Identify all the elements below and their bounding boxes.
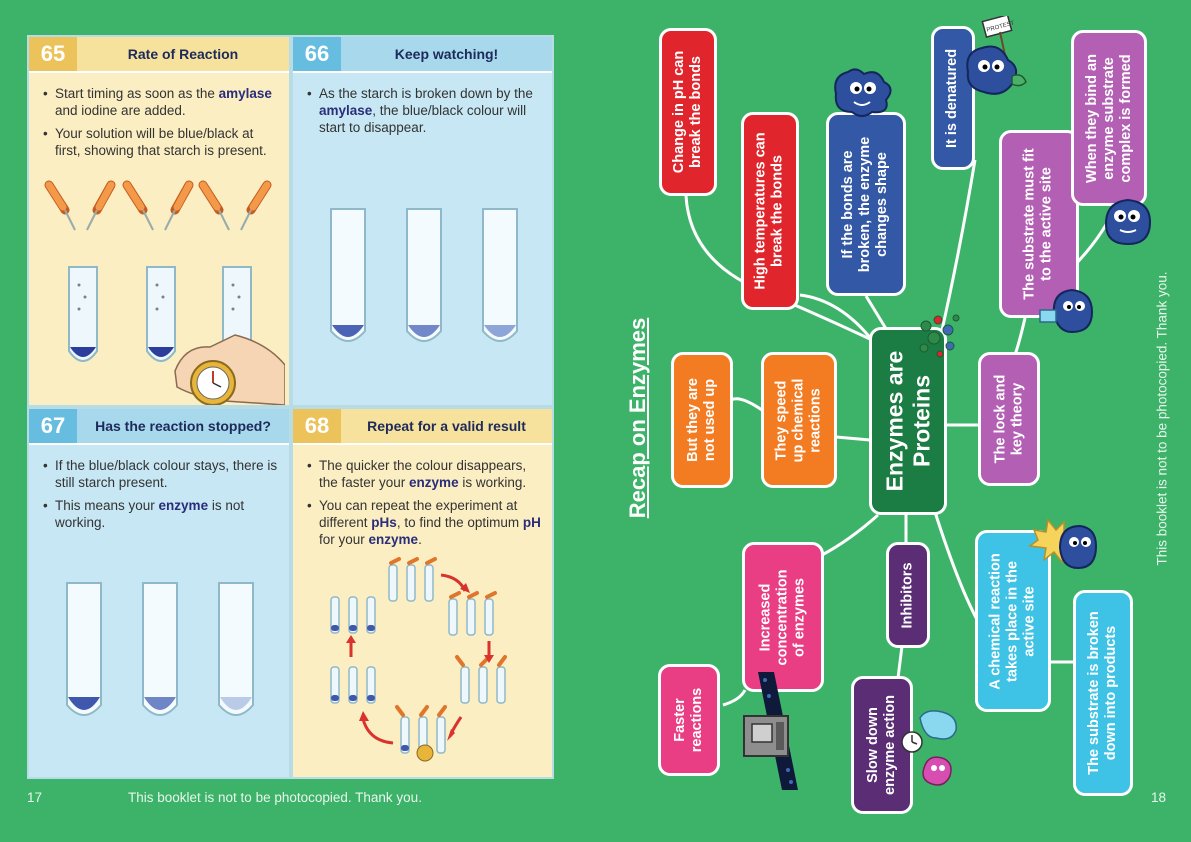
panel-number: 67 xyxy=(29,409,77,443)
panel-67-header: 67 Has the reaction stopped? xyxy=(29,409,289,445)
node-lock-and-key: The lock and key theory xyxy=(978,352,1040,486)
instruction-list: As the starch is broken down by the amyl… xyxy=(307,85,544,142)
panel-number: 68 xyxy=(293,409,341,443)
instruction-item: The quicker the colour disappears, the f… xyxy=(307,457,544,491)
panel-title: Repeat for a valid result xyxy=(367,418,526,434)
panel-number: 65 xyxy=(29,37,77,71)
node-speed-up-reactions: They speed up chemical reactions xyxy=(761,352,837,488)
instruction-list: Start timing as soon as the amylase and … xyxy=(43,85,281,165)
keyword: enzyme xyxy=(368,532,419,547)
test-tubes-unchanged-illustration xyxy=(66,582,254,716)
enzyme-creature-icon xyxy=(834,68,892,117)
page-number-left: 17 xyxy=(27,790,43,805)
node-not-used-up: But they are not used up xyxy=(671,352,733,488)
instruction-list: If the blue/black colour stays, there is… xyxy=(43,457,281,537)
node-faster-reactions: Faster reactions xyxy=(658,664,720,776)
keyword: enzyme xyxy=(409,475,459,490)
test-tubes-fading-illustration xyxy=(330,208,518,342)
node-substrate-must-fit: The substrate must fit to the active sit… xyxy=(999,130,1079,318)
instruction-item: This means your enzyme is not working. xyxy=(43,497,281,531)
blue-enzyme-blob-icon xyxy=(1104,198,1152,246)
experiment-grid: 65 Rate of Reaction Start timing as soon… xyxy=(27,35,554,779)
panel-65: 65 Rate of Reaction Start timing as soon… xyxy=(27,35,291,407)
instruction-item: If the blue/black colour stays, there is… xyxy=(43,457,281,491)
panel-67: 67 Has the reaction stopped? If the blue… xyxy=(27,407,291,779)
instruction-item: As the starch is broken down by the amyl… xyxy=(307,85,544,136)
panel-66-header: 66 Keep watching! xyxy=(293,37,552,73)
node-ph-breaks-bonds: Change in pH can break the bonds xyxy=(659,28,717,196)
node-denatured: It is denatured xyxy=(931,26,975,170)
node-enzyme-changes-shape: If the bonds are broken, the enzyme chan… xyxy=(826,112,906,296)
page-number-right: 18 xyxy=(1151,790,1167,805)
node-inhibitors: Inhibitors xyxy=(886,542,930,648)
keyword: enzyme xyxy=(158,498,209,513)
keyword: pHs xyxy=(371,515,397,530)
instruction-item: Your solution will be blue/black at firs… xyxy=(43,125,281,159)
node-high-temperatures: High temperatures can break the bonds xyxy=(741,112,799,310)
clock-and-enzyme-icon xyxy=(901,710,957,786)
test-tubes-with-pipettes-illustration xyxy=(44,180,285,405)
keyword: amylase xyxy=(319,103,373,118)
repeat-cycle-illustration xyxy=(330,557,507,762)
instruction-item: You can repeat the experiment at differe… xyxy=(307,497,544,548)
panel-66: 66 Keep watching! As the starch is broke… xyxy=(291,35,554,407)
lock-and-key-creature-icon xyxy=(1039,288,1094,334)
footer-notice: This booklet is not to be photocopied. T… xyxy=(128,790,422,805)
instruction-list: The quicker the colour disappears, the f… xyxy=(307,457,544,554)
node-enzyme-substrate-complex: When they bind an enzyme substrate compl… xyxy=(1071,30,1147,206)
panel-title: Rate of Reaction xyxy=(127,46,239,62)
panel-title: Keep watching! xyxy=(394,46,499,62)
panel-number: 66 xyxy=(293,37,341,71)
node-chemical-reaction-active-site: A chemical reaction takes place in the a… xyxy=(975,530,1051,712)
protest-creature-icon: PROTEST xyxy=(966,16,1027,95)
panel-68-header: 68 Repeat for a valid result xyxy=(293,409,552,445)
inhibitor-machine-icon xyxy=(743,672,798,790)
node-increased-concentration: Increased concentration of enzymes xyxy=(742,542,824,692)
center-node-enzymes-are-proteins: Enzymes are Proteins xyxy=(869,327,947,515)
instruction-item: Start timing as soon as the amylase and … xyxy=(43,85,281,119)
reaction-creature-icon xyxy=(1028,518,1098,570)
panel-68: 68 Repeat for a valid result The quicker… xyxy=(291,407,554,779)
keyword: amylase xyxy=(218,86,272,101)
keyword: pH xyxy=(522,515,541,530)
node-substrate-broken-down: The substrate is broken down into produc… xyxy=(1073,590,1133,796)
panel-65-header: 65 Rate of Reaction xyxy=(29,37,289,73)
molecule-cluster-icon xyxy=(919,314,960,358)
panel-title: Has the reaction stopped? xyxy=(95,418,271,434)
